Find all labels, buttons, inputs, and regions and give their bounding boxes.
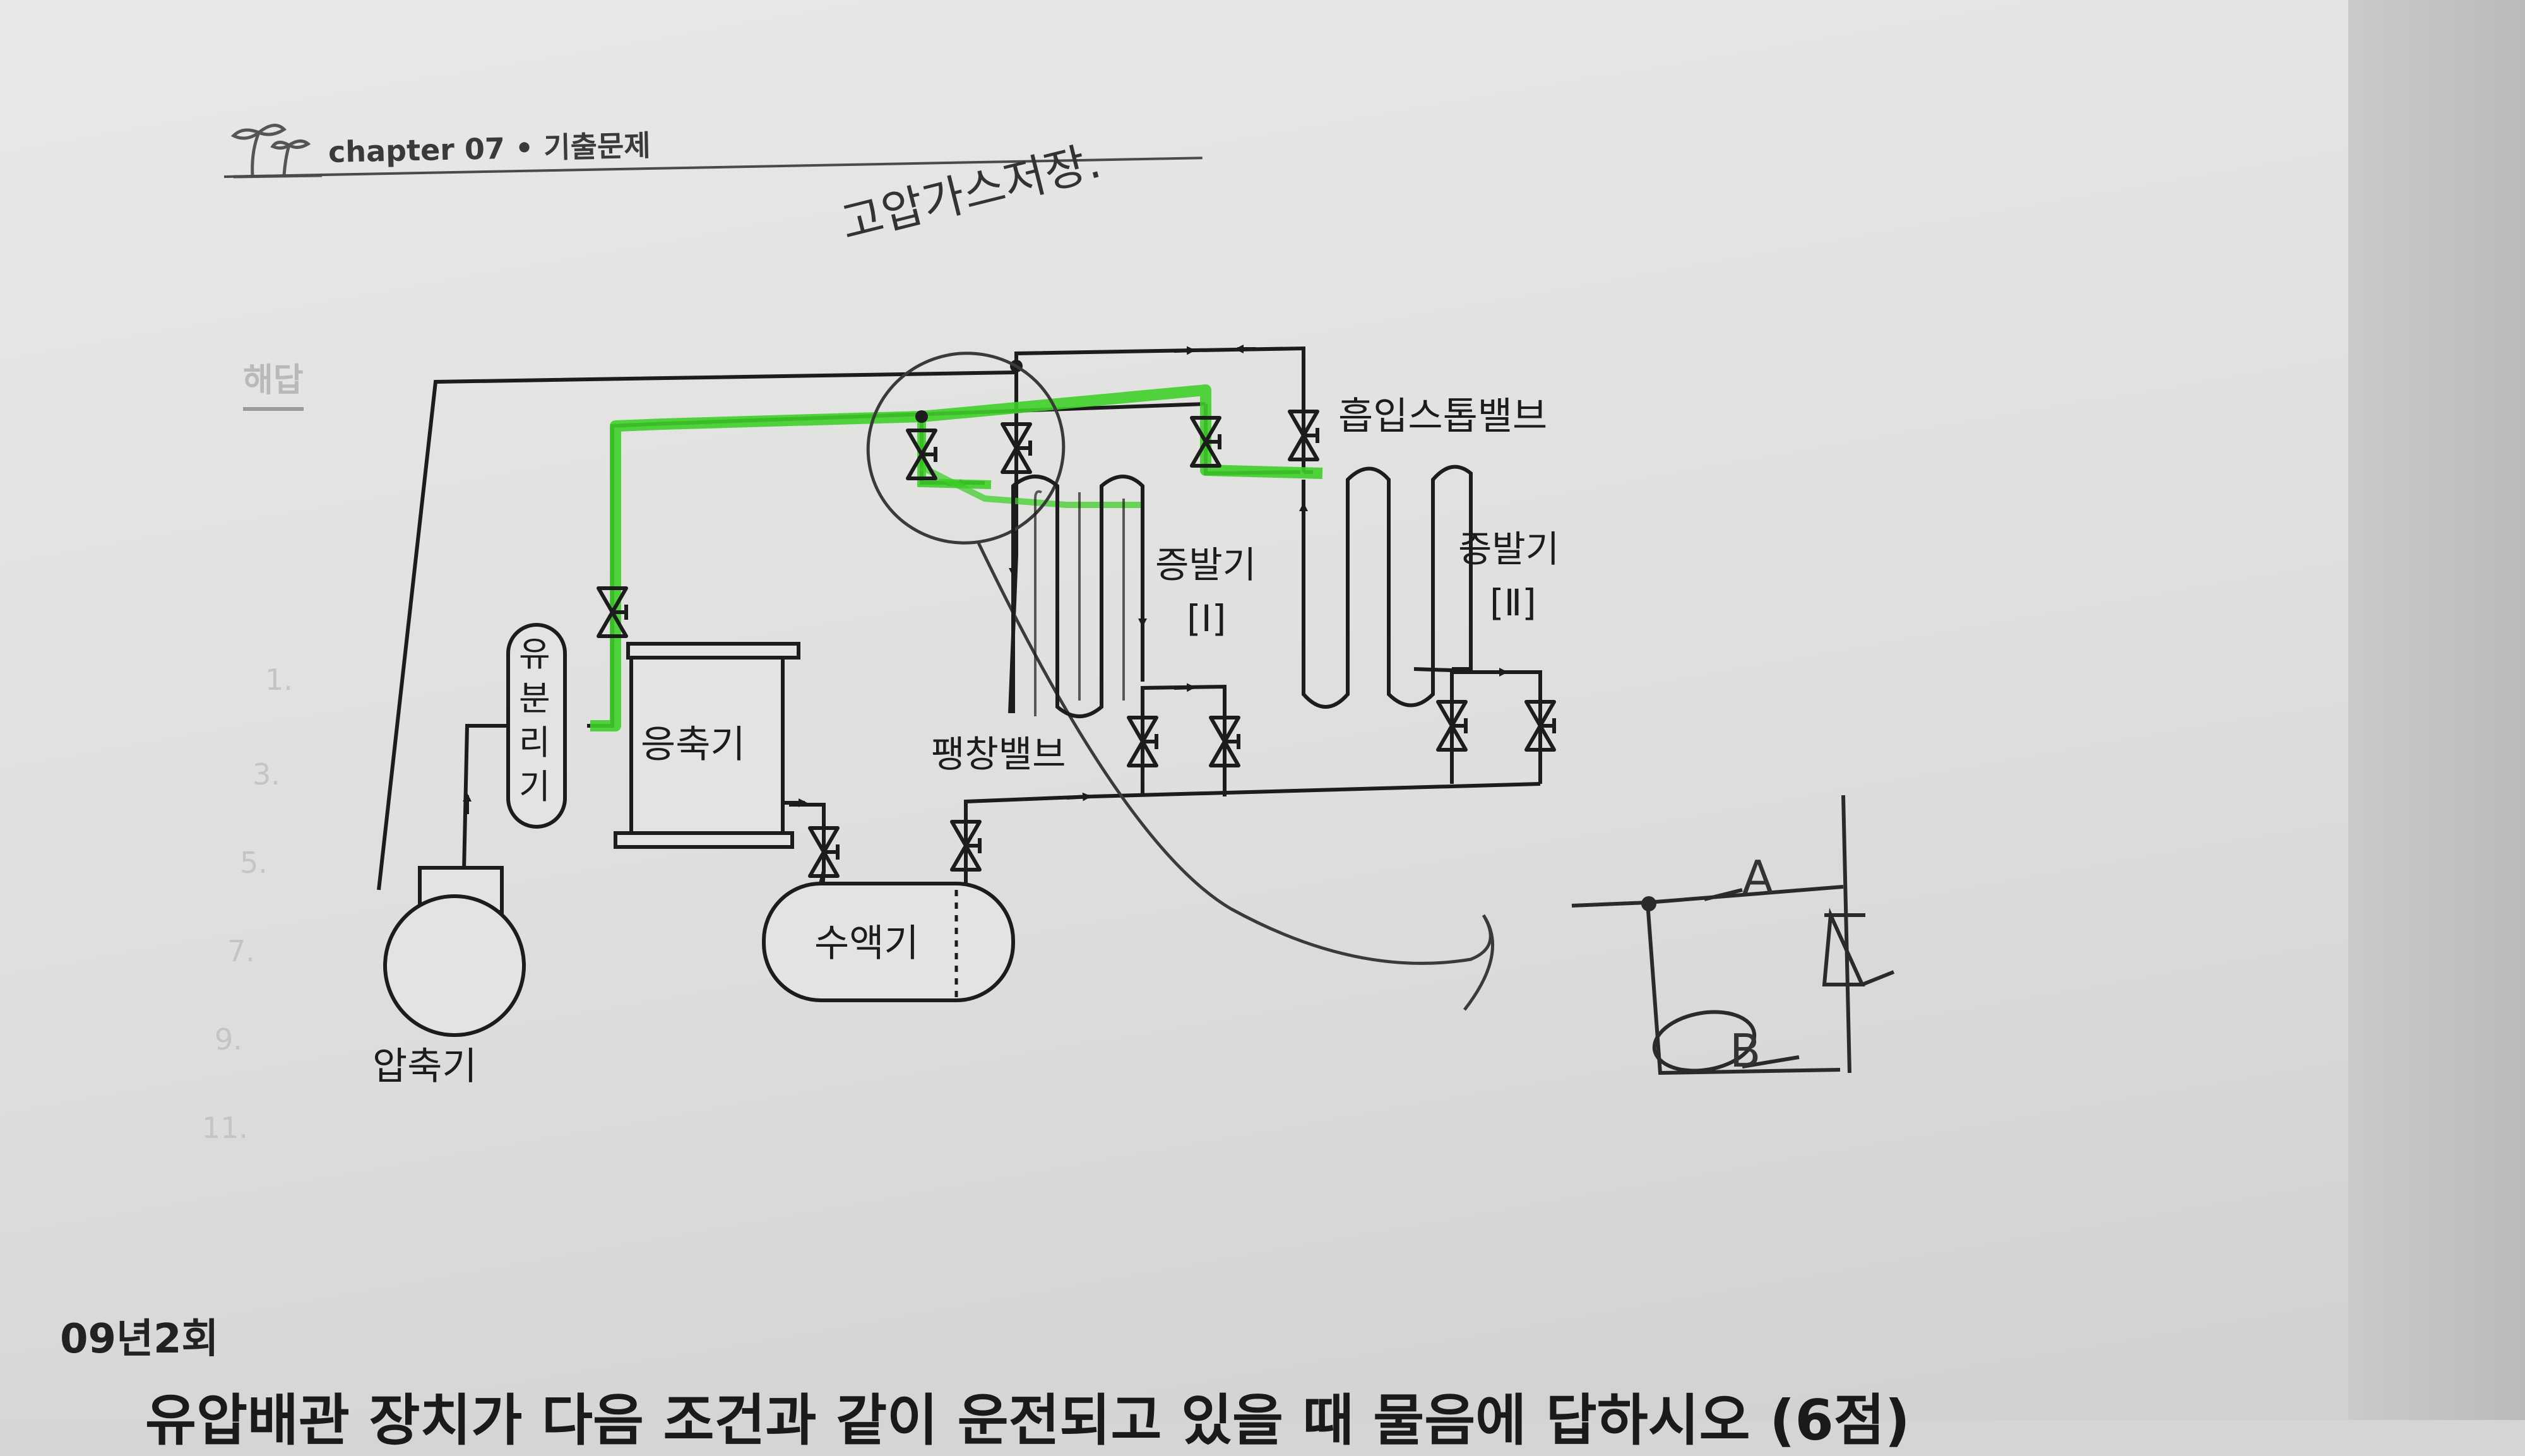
highlighted-path xyxy=(590,384,1323,731)
oil-separator-label: 분 xyxy=(519,678,550,718)
oil-separator xyxy=(506,623,567,829)
evaporator-2-label: 증발기 xyxy=(1458,528,1559,571)
compressor xyxy=(383,866,526,1037)
sketch-label-a: A xyxy=(1742,851,1773,904)
condenser-label: 응축기 xyxy=(641,723,746,767)
show-through-text: 9. xyxy=(215,1022,242,1056)
compressor-label: 압축기 xyxy=(372,1045,477,1089)
receiver-tank xyxy=(762,882,1015,1002)
question-text: 유압배관 장치가 다음 조건과 같이 운전되고 있을 때 물음에 답하시오 (6… xyxy=(145,1388,1910,1453)
question-number: 09년2회 xyxy=(60,1316,219,1363)
page-edge-shadow xyxy=(2348,0,2525,1420)
expansion-valve-label: 팽창밸브 xyxy=(931,733,1066,776)
refrigeration-diagram: 흡입스톱밸브 증발기 [Ⅰ] 증발기 [Ⅱ] 유 분 리 기 응축기 팽창밸브 … xyxy=(372,134,1895,1089)
handwritten-note: 고압가스저장. xyxy=(836,134,1106,250)
evaporator-2-number: [Ⅱ] xyxy=(1490,581,1536,624)
evaporator-2-coil xyxy=(1302,465,1473,709)
suction-stop-valve-label: 흡입스톱밸브 xyxy=(1338,394,1547,439)
show-through-text: 1. xyxy=(265,663,293,697)
show-through-text: 3. xyxy=(252,757,280,791)
evaporator-1-coil xyxy=(1011,475,1144,718)
highlighted-path xyxy=(920,464,1143,508)
oil-separator-label: 리 xyxy=(519,723,550,762)
show-through-text: 7. xyxy=(227,934,255,968)
receiver-label: 수액기 xyxy=(814,921,919,966)
oil-separator-label: 유 xyxy=(519,634,550,674)
junction-dot xyxy=(1641,896,1656,911)
show-through-text: 5. xyxy=(240,846,268,880)
highlighted-path xyxy=(917,420,992,489)
evaporator-1-number: [Ⅰ] xyxy=(1187,597,1226,640)
show-through-text: 11. xyxy=(202,1111,249,1145)
pencil-sketch xyxy=(1571,795,1895,1075)
sketch-label-b: B xyxy=(1730,1024,1761,1077)
answer-label: 해답 xyxy=(243,353,304,411)
evaporator-1-label: 증발기 xyxy=(1155,543,1256,586)
condenser xyxy=(614,642,800,849)
pencil-circle xyxy=(866,352,1066,545)
junction-dot xyxy=(915,410,928,423)
pencil-arrow xyxy=(977,542,1495,1011)
oil-separator-label: 기 xyxy=(519,767,550,807)
